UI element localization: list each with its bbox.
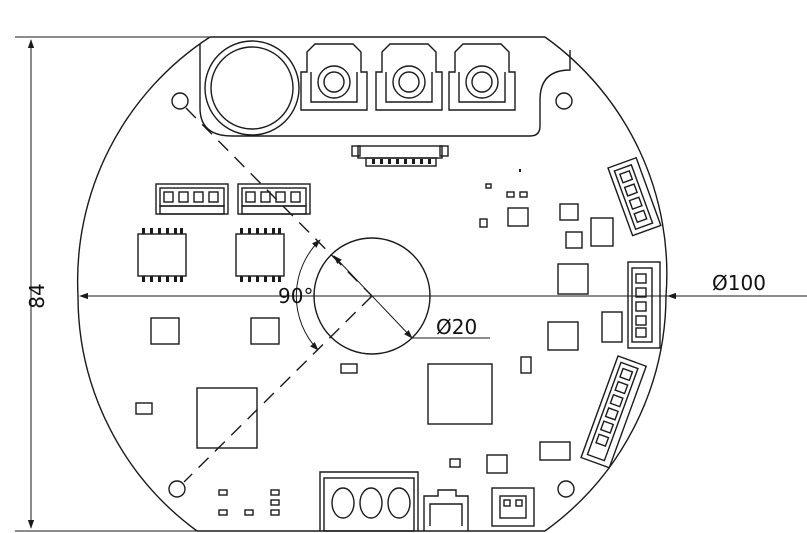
top-terminals: [300, 43, 516, 111]
left-ics: [135, 228, 285, 449]
bottom-connectors: [319, 471, 535, 532]
outer-diameter-label: Ø100: [712, 271, 766, 295]
fpc-connector: [351, 145, 449, 167]
round-capacitor: [204, 40, 300, 136]
centre-hole: Ø20: [313, 237, 490, 355]
outer-diameter-dimension: Ø100: [79, 271, 807, 300]
top-connector-zone: [199, 44, 571, 137]
angle-label: 90°: [278, 284, 313, 308]
board-outline: [76, 36, 668, 532]
inner-diameter-label: Ø20: [436, 315, 477, 339]
small-parts: [218, 169, 623, 516]
angle-construction: 90°: [183, 107, 373, 483]
left-headers: [155, 183, 311, 215]
height-dimension: 84: [15, 36, 210, 532]
height-label: 84: [25, 283, 49, 308]
mounting-holes: [168, 92, 575, 498]
right-connectors: [580, 156, 662, 469]
